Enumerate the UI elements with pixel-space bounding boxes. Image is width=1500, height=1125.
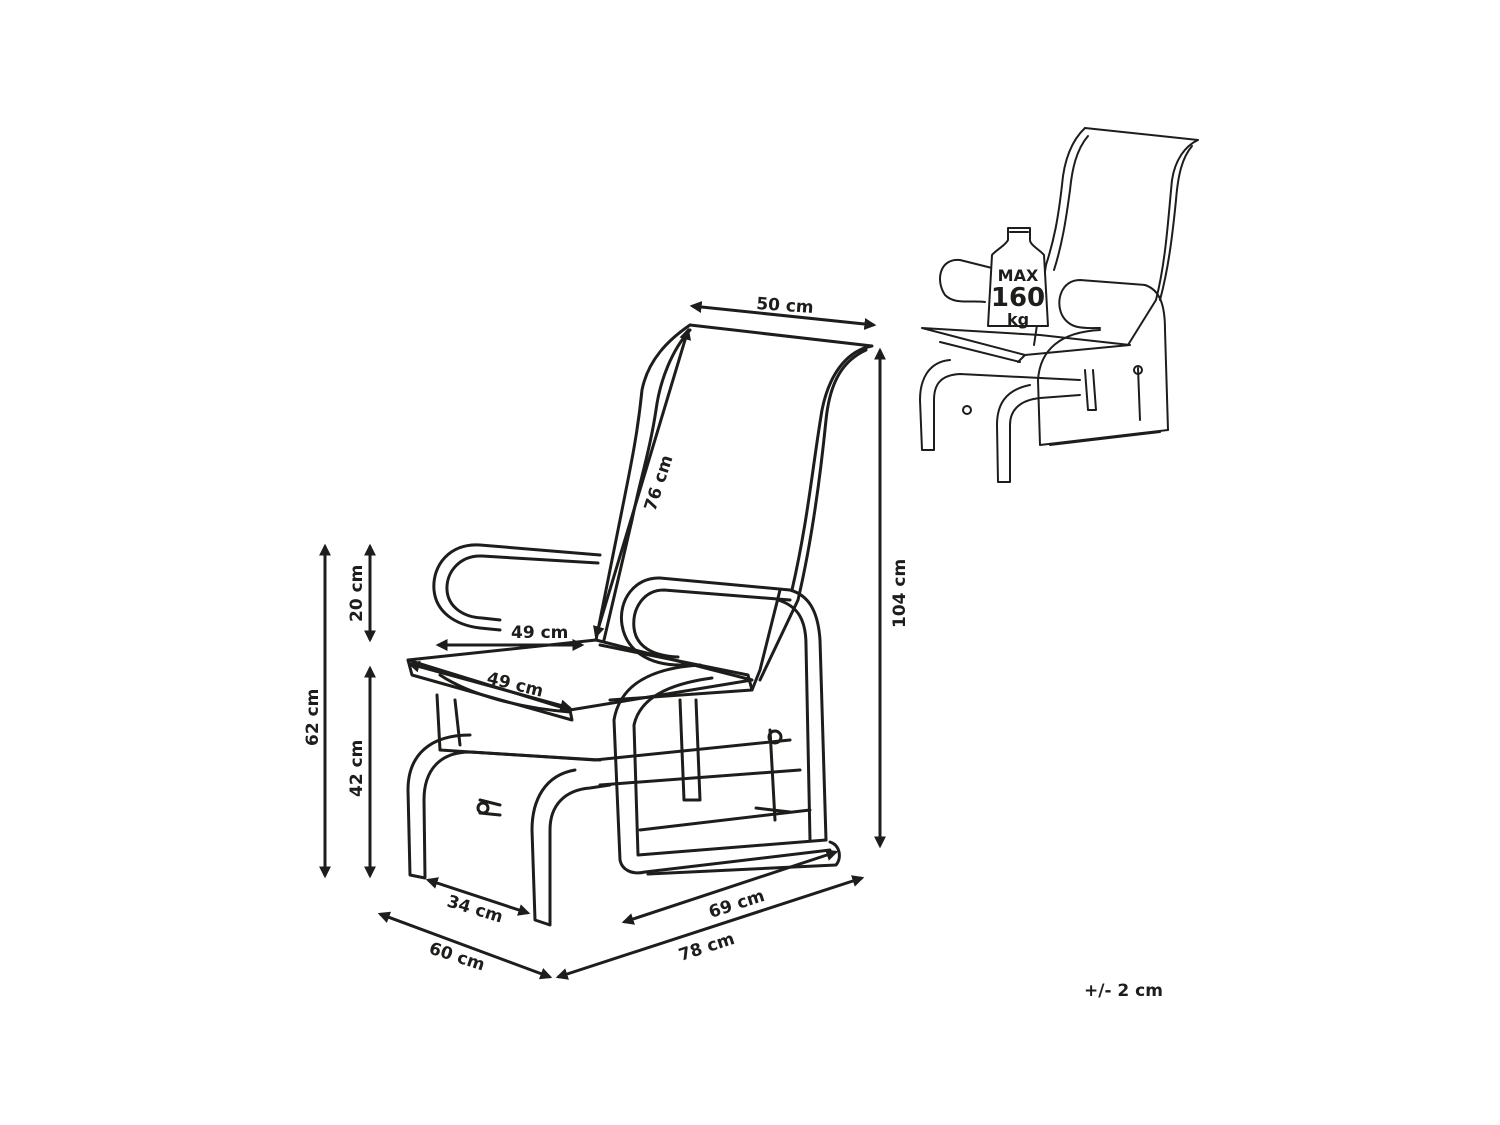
dim-line-seat-width-lower (407, 660, 573, 712)
label-overall-arm-height: 62 cm (303, 689, 323, 746)
reference-chair-illustration (919, 127, 1199, 483)
dim-line-leg-depth (425, 877, 531, 916)
weight-badge-unit: kg (1007, 310, 1029, 329)
label-seat-width-upper: 49 cm (511, 623, 568, 643)
dim-line-back-height (593, 327, 691, 639)
dimension-lines (319, 301, 886, 980)
dim-line-total-length (555, 875, 865, 980)
label-armrest-height: 20 cm (347, 565, 367, 622)
tolerance-note: +/- 2 cm (1084, 981, 1163, 1001)
weight-badge-max: MAX (998, 266, 1039, 285)
label-total-depth: 60 cm (426, 939, 487, 976)
label-seat-height: 42 cm (347, 740, 367, 797)
label-back-width: 50 cm (756, 294, 815, 318)
dim-line-back-width (689, 301, 877, 330)
main-chair-illustration (406, 323, 874, 927)
dim-line-total-depth (377, 911, 553, 980)
label-total-height: 104 cm (890, 559, 910, 628)
weight-badge-value: 160 (991, 283, 1045, 313)
